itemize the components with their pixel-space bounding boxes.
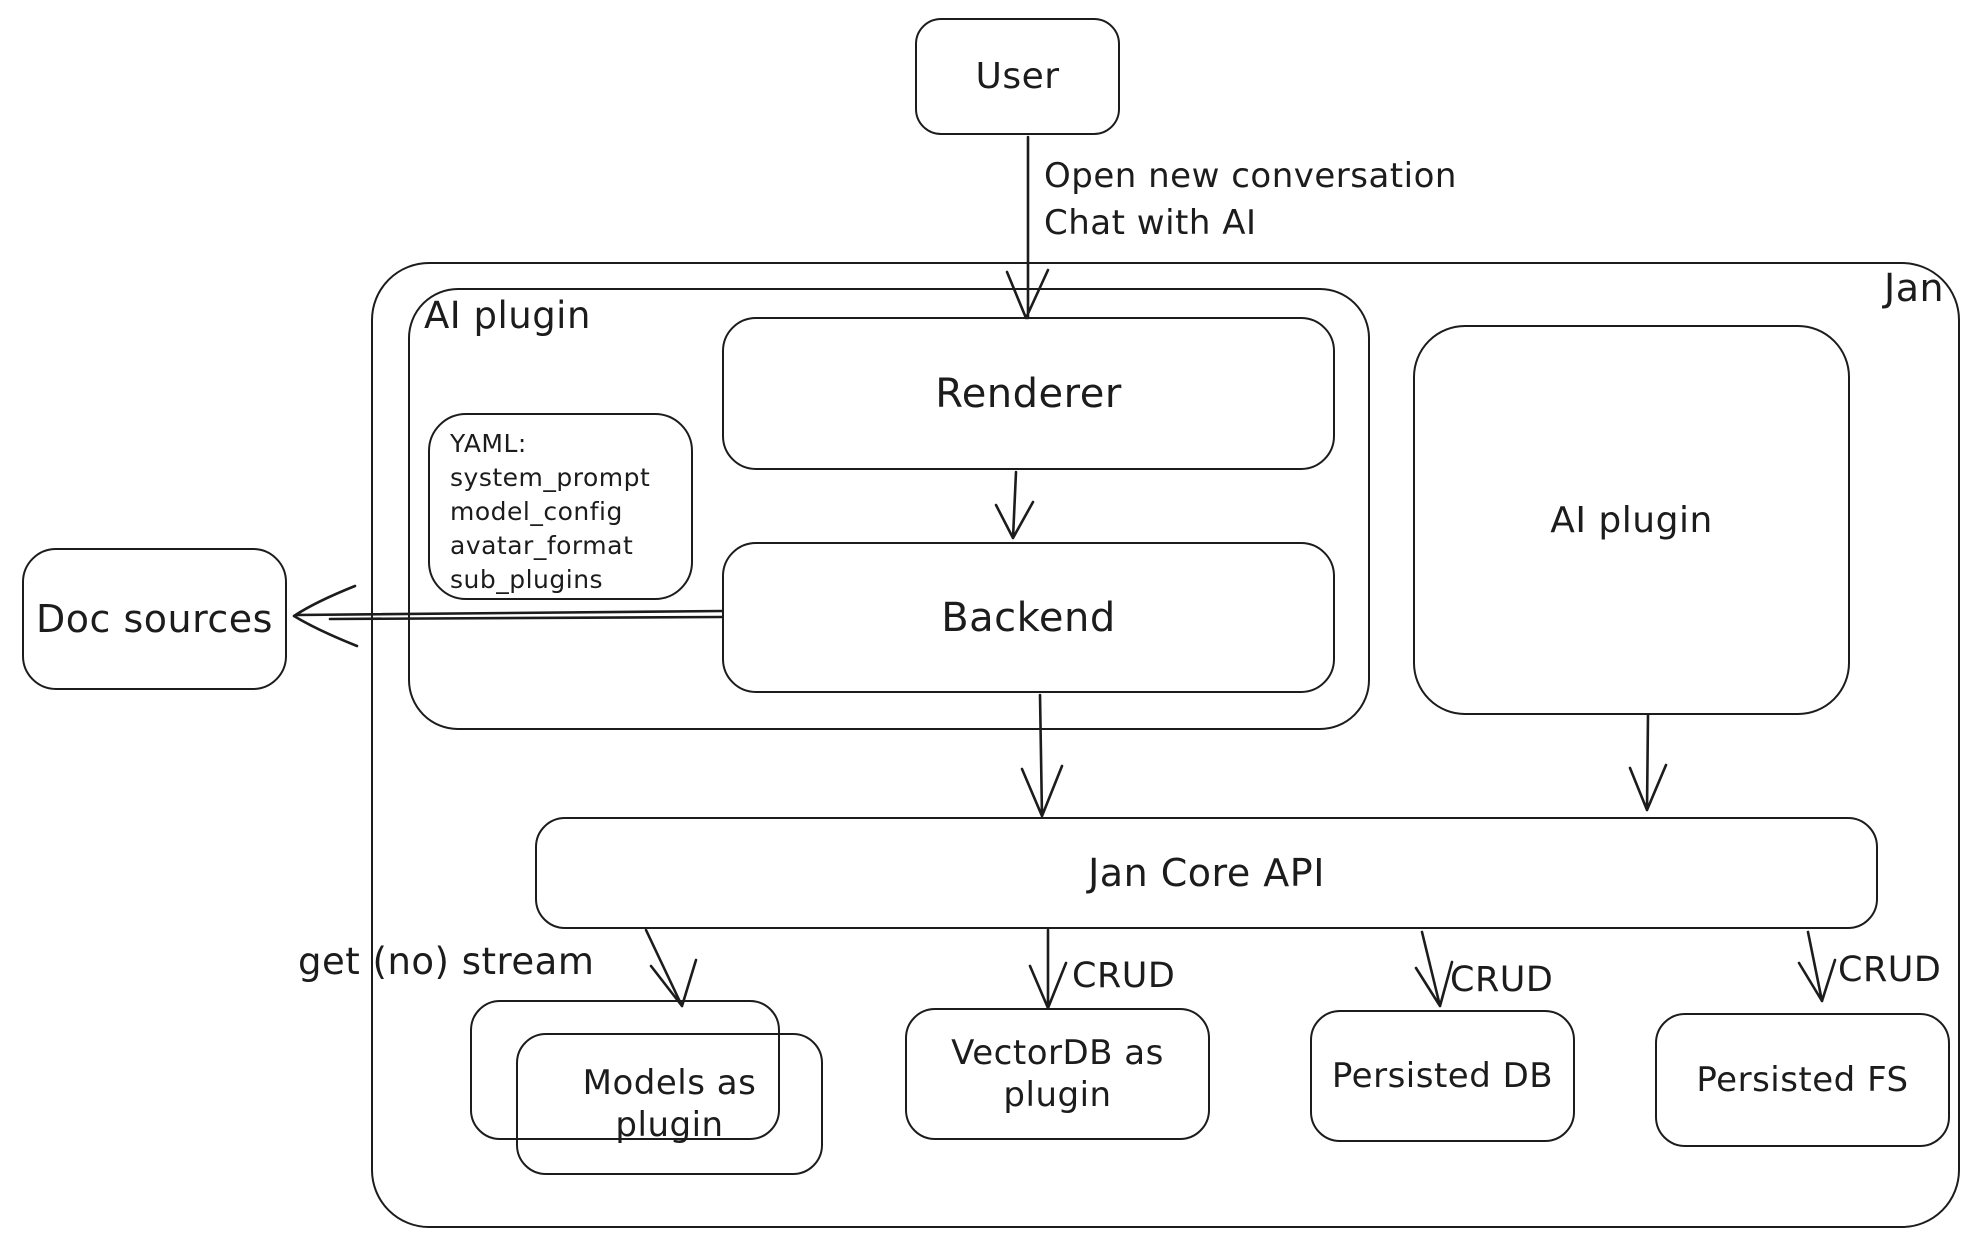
jan-container-label: Jan <box>1884 266 1945 310</box>
persisted-db-label: Persisted DB <box>1331 1056 1554 1096</box>
models-as-plugin-box: Models as plugin <box>516 1033 823 1175</box>
yaml-note-box: YAML: system_prompt model_config avatar_… <box>428 413 693 600</box>
yaml-note-line: avatar_format <box>450 531 634 560</box>
yaml-note-text: YAML: system_prompt model_config avatar_… <box>450 427 650 597</box>
vectordb-as-plugin-box: VectorDB as plugin <box>905 1008 1210 1140</box>
persisted-db-box: Persisted DB <box>1310 1010 1575 1142</box>
persisted-fs-label: Persisted FS <box>1696 1060 1909 1100</box>
edge-label-crud-vectordb: CRUD <box>1072 956 1176 996</box>
edge-label-get-no-stream: get (no) stream <box>298 940 595 983</box>
yaml-note-line: system_prompt <box>450 463 651 492</box>
ai-plugin-group-box <box>408 288 1370 730</box>
yaml-note-line: model_config <box>450 497 623 526</box>
jan-container-box <box>371 262 1960 1228</box>
models-as-plugin-label: Models as plugin <box>582 1062 757 1146</box>
jan-core-api-box: Jan Core API <box>535 817 1878 929</box>
models-as-plugin-back-box <box>470 1000 780 1140</box>
ai-plugin-right-label: AI plugin <box>1550 499 1713 541</box>
user-box: User <box>915 18 1120 135</box>
vectordb-as-plugin-label: VectorDB as plugin <box>951 1032 1164 1116</box>
renderer-box: Renderer <box>722 317 1335 470</box>
ai-plugin-right-box: AI plugin <box>1413 325 1850 715</box>
doc-sources-label: Doc sources <box>36 597 273 641</box>
yaml-note-line: YAML: <box>450 429 527 458</box>
jan-core-api-label: Jan Core API <box>1088 851 1325 895</box>
ai-plugin-group-label: AI plugin <box>424 294 591 337</box>
backend-box: Backend <box>722 542 1335 693</box>
renderer-label: Renderer <box>935 370 1122 417</box>
yaml-note-line: sub_plugins <box>450 565 604 594</box>
edge-label-crud-persisted-fs: CRUD <box>1838 950 1942 990</box>
edge-label-chat-with-ai: Chat with AI <box>1044 203 1257 243</box>
persisted-fs-box: Persisted FS <box>1655 1013 1950 1147</box>
doc-sources-box: Doc sources <box>22 548 287 690</box>
edge-label-open-new-conversation: Open new conversation <box>1044 156 1457 196</box>
user-label: User <box>975 56 1060 97</box>
edge-label-crud-persisted-db: CRUD <box>1450 960 1554 1000</box>
backend-label: Backend <box>941 594 1116 641</box>
